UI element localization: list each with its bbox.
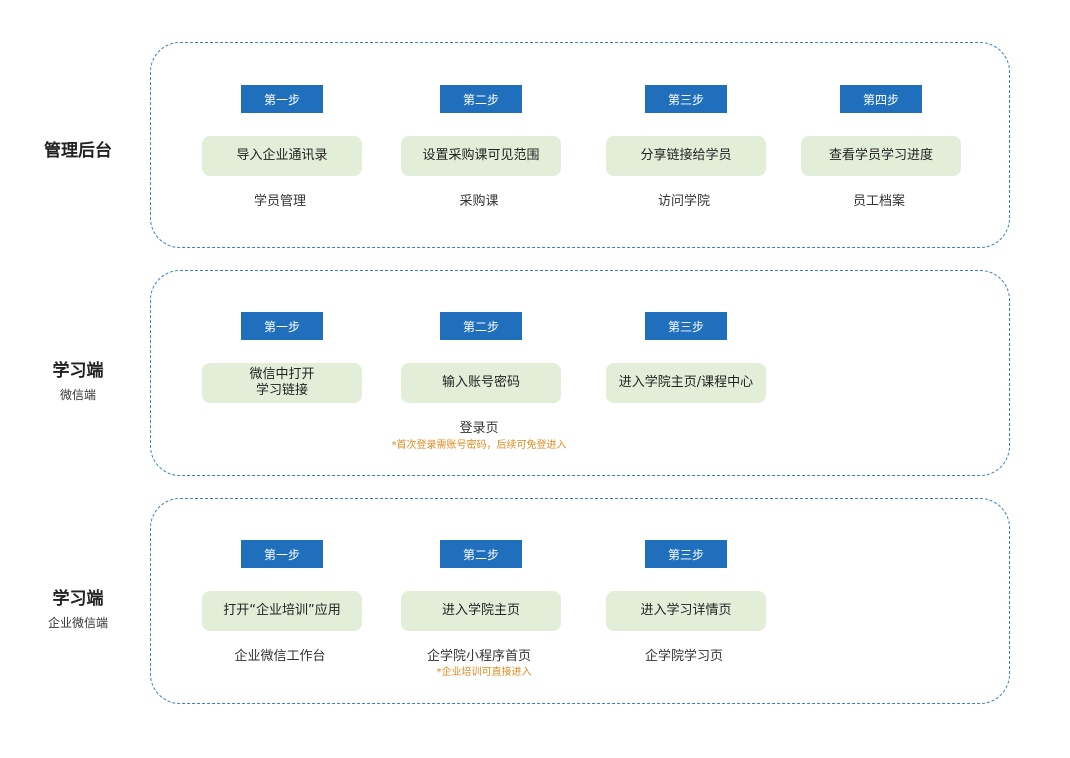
wechat-step-1-badge: 第一步 <box>241 312 323 340</box>
admin-step-1-badge: 第一步 <box>241 85 323 113</box>
admin-step-2-box: 设置采购课可见范围 <box>401 136 561 176</box>
admin-step-4-box: 查看学员学习进度 <box>801 136 961 176</box>
admin-step-3-badge: 第三步 <box>645 85 727 113</box>
wechat-section-subtitle: 微信端 <box>59 388 96 402</box>
admin-step-3-box: 分享链接给学员 <box>606 136 766 176</box>
wecom-section-title: 学习端 <box>52 589 104 609</box>
wecom-section-subtitle: 企业微信端 <box>47 616 108 630</box>
wechat-step-3-box: 进入学院主页/课程中心 <box>606 363 766 403</box>
admin-step-4-badge: 第四步 <box>840 85 922 113</box>
wecom-step-1-badge: 第一步 <box>241 540 323 568</box>
wecom-panel <box>150 498 1010 704</box>
admin-panel <box>150 42 1010 248</box>
wechat-step-2-badge: 第二步 <box>440 312 522 340</box>
wecom-step-3-box: 进入学习详情页 <box>606 591 766 631</box>
wechat-panel <box>150 270 1010 476</box>
wecom-step-3-label: 企学院学习页 <box>644 649 723 664</box>
admin-step-4-label: 员工档案 <box>852 194 905 209</box>
admin-section-title: 管理后台 <box>44 141 112 161</box>
admin-step-2-label: 采购课 <box>459 194 499 209</box>
wecom-step-1-label: 企业微信工作台 <box>234 649 326 664</box>
wecom-step-3-badge: 第三步 <box>645 540 727 568</box>
wecom-step-2-label: 企学院小程序首页 <box>426 649 531 664</box>
wecom-step-2-note: *企业培训可直接进入 <box>436 667 532 678</box>
admin-step-2-badge: 第二步 <box>440 85 522 113</box>
wechat-section-title: 学习端 <box>52 361 104 381</box>
wecom-step-1-box: 打开“企业培训”应用 <box>202 591 362 631</box>
wechat-step-2-box: 输入账号密码 <box>401 363 561 403</box>
admin-step-1-box: 导入企业通讯录 <box>202 136 362 176</box>
admin-step-3-label: 访问学院 <box>657 194 710 209</box>
wechat-step-2-note: *首次登录需账号密码，后续可免登进入 <box>391 440 567 451</box>
wecom-step-2-badge: 第二步 <box>440 540 522 568</box>
wechat-step-2-label: 登录页 <box>459 421 499 436</box>
wechat-step-3-badge: 第三步 <box>645 312 727 340</box>
wecom-step-2-box: 进入学院主页 <box>401 591 561 631</box>
wechat-step-1-box: 微信中打开 学习链接 <box>202 363 362 403</box>
admin-step-1-label: 学员管理 <box>253 194 306 209</box>
